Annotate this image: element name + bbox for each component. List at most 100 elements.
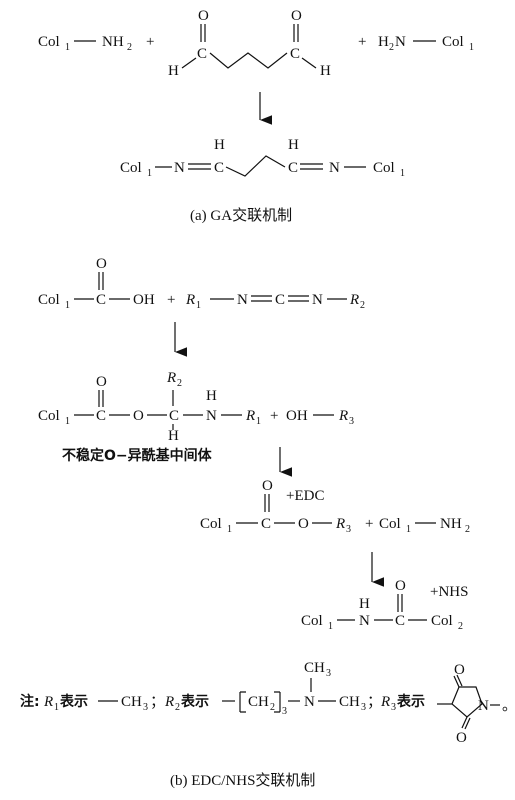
svg-text:2: 2: [270, 702, 275, 713]
svg-text:C: C: [261, 516, 271, 532]
svg-text:+: +: [358, 34, 366, 50]
svg-text:1: 1: [227, 524, 232, 535]
svg-text:O: O: [395, 578, 406, 594]
svg-text:3: 3: [361, 702, 366, 713]
svg-text:CH: CH: [304, 660, 325, 676]
svg-text:H: H: [168, 428, 179, 444]
svg-text:NH: NH: [102, 34, 124, 50]
svg-text:Col: Col: [442, 34, 464, 50]
svg-text:CH: CH: [248, 694, 269, 710]
svg-text:H: H: [288, 137, 299, 153]
svg-text:R: R: [164, 694, 174, 710]
svg-text:C: C: [197, 46, 207, 62]
svg-text:C: C: [288, 160, 298, 176]
svg-text:1: 1: [65, 42, 70, 53]
svg-text:2: 2: [177, 378, 182, 389]
ga-product: Col 1 N H C H C N Col 1: [120, 137, 405, 179]
svg-text:Col: Col: [38, 292, 60, 308]
svg-text:R: R: [335, 516, 345, 532]
svg-text:OH: OH: [286, 408, 308, 424]
svg-text:C: C: [96, 408, 106, 424]
svg-text:OH: OH: [133, 292, 155, 308]
edc-step2: Col 1 O C O R 2 C H H N R 1 + OH R 3: [38, 370, 354, 444]
svg-text:O: O: [133, 408, 144, 424]
svg-text:Col: Col: [379, 516, 401, 532]
svg-text:H: H: [168, 63, 179, 79]
svg-text:R: R: [43, 694, 53, 710]
svg-text:Col: Col: [38, 408, 60, 424]
svg-text:+: +: [167, 292, 175, 308]
svg-text:+: +: [146, 34, 154, 50]
svg-text:O: O: [454, 662, 465, 678]
svg-text:O: O: [298, 516, 309, 532]
svg-text:+NHS: +NHS: [430, 584, 468, 600]
svg-text:N: N: [174, 160, 185, 176]
svg-text:；: ；: [150, 694, 165, 710]
svg-text:R: R: [338, 408, 348, 424]
succinimide-structure: O O N 。: [437, 662, 515, 746]
svg-text:R: R: [349, 292, 359, 308]
svg-text:3: 3: [346, 524, 351, 535]
svg-text:1: 1: [328, 621, 333, 632]
svg-text:2: 2: [458, 621, 463, 632]
svg-text:2: 2: [389, 42, 394, 53]
edc-step1: Col 1 O C OH + R 1 N C N R 2: [38, 256, 365, 311]
svg-text:Col: Col: [200, 516, 222, 532]
svg-text:。: 。: [502, 698, 515, 714]
svg-text:1: 1: [65, 416, 70, 427]
svg-text:C: C: [214, 160, 224, 176]
svg-text:C: C: [169, 408, 179, 424]
svg-text:Col: Col: [301, 613, 323, 629]
svg-text:NH: NH: [440, 516, 462, 532]
svg-text:O: O: [198, 8, 209, 24]
svg-text:CH: CH: [339, 694, 360, 710]
svg-text:2: 2: [465, 524, 470, 535]
svg-text:Col: Col: [431, 613, 453, 629]
svg-text:N: N: [478, 698, 489, 714]
svg-text:O: O: [291, 8, 302, 24]
svg-text:N: N: [237, 292, 248, 308]
svg-text:+: +: [365, 516, 373, 532]
svg-text:N: N: [329, 160, 340, 176]
caption-a: (a) GA交联机制: [190, 206, 292, 224]
svg-text:O: O: [96, 374, 107, 390]
svg-text:1: 1: [406, 524, 411, 535]
svg-text:2: 2: [175, 702, 180, 713]
svg-text:H: H: [378, 34, 389, 50]
intermediate-label: 不稳定O−异酰基中间体: [62, 447, 213, 464]
svg-text:H: H: [206, 388, 217, 404]
svg-text:3: 3: [349, 416, 354, 427]
svg-text:O: O: [456, 730, 467, 746]
svg-text:+: +: [270, 408, 278, 424]
svg-text:H: H: [359, 596, 370, 612]
svg-text:N: N: [206, 408, 217, 424]
svg-text:表示: 表示: [59, 693, 88, 710]
svg-text:Col: Col: [373, 160, 395, 176]
ga-reactants: Col 1 NH 2 + O C H O C H + H 2 N Col 1: [38, 8, 474, 79]
svg-text:1: 1: [147, 168, 152, 179]
col1-text: Col: [38, 34, 60, 50]
svg-text:1: 1: [196, 300, 201, 311]
svg-text:R: R: [166, 370, 176, 386]
svg-text:O: O: [262, 478, 273, 494]
svg-text:R: R: [245, 408, 255, 424]
svg-text:3: 3: [391, 702, 396, 713]
svg-text:N: N: [359, 613, 370, 629]
svg-text:C: C: [290, 46, 300, 62]
svg-text:3: 3: [326, 668, 331, 679]
svg-text:1: 1: [256, 416, 261, 427]
svg-text:R: R: [185, 292, 195, 308]
note-line: 注: R 1 表示 CH 3 ； R 2 表示 CH 2 3 N CH 3 CH…: [20, 660, 425, 717]
svg-text:C: C: [275, 292, 285, 308]
svg-text:R: R: [380, 694, 390, 710]
svg-text:表示: 表示: [180, 693, 209, 710]
svg-text:注:: 注:: [20, 693, 40, 710]
svg-text:O: O: [96, 256, 107, 272]
svg-text:CH: CH: [121, 694, 142, 710]
svg-text:C: C: [395, 613, 405, 629]
svg-text:H: H: [320, 63, 331, 79]
svg-text:H: H: [214, 137, 225, 153]
edc-product: O +NHS Col 1 H N C Col 2: [301, 578, 468, 632]
